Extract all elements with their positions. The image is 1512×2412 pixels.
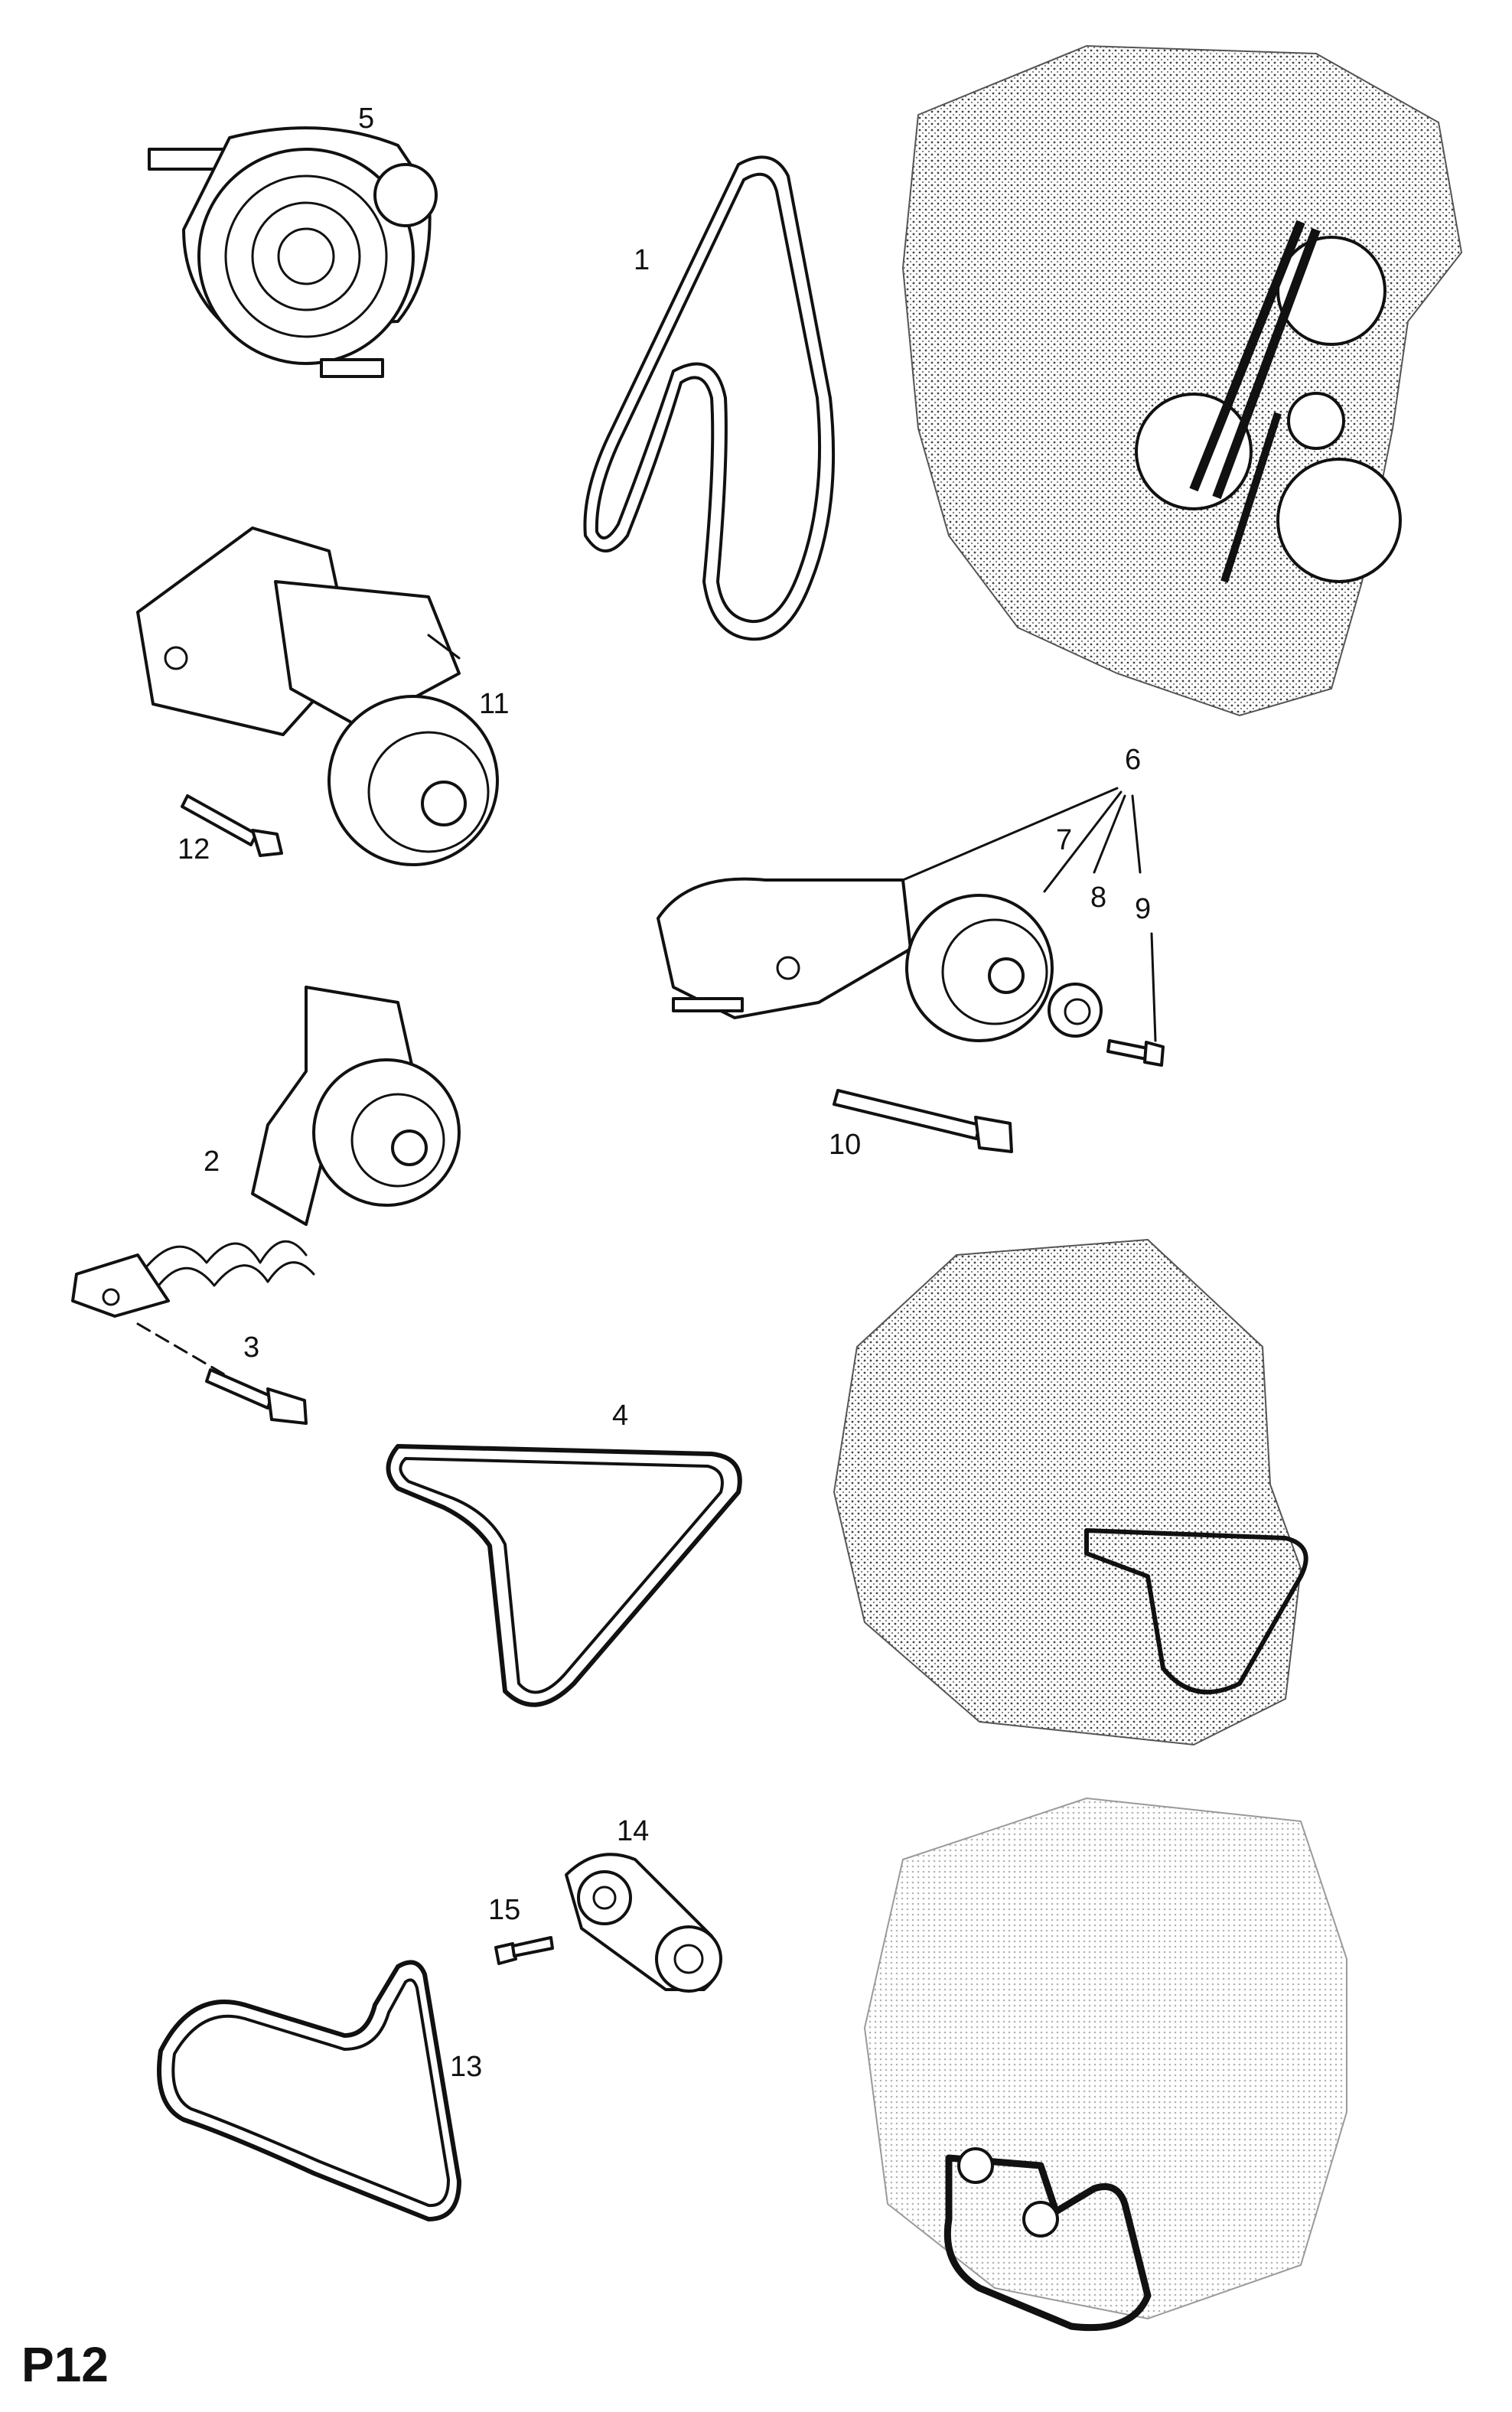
callout-15: 15	[488, 1894, 520, 1926]
callout-1: 1	[634, 244, 650, 276]
engine-2-illustration	[833, 1238, 1308, 1746]
callout-3: 3	[243, 1331, 259, 1364]
part-4-drive-belt	[386, 1444, 742, 1707]
part-15-bolt	[494, 1936, 554, 1965]
part-13-drive-belt	[157, 1960, 461, 2221]
part-6-leader-lines	[901, 787, 1157, 1042]
callout-9: 9	[1135, 893, 1151, 925]
part-10-long-bolt	[833, 1089, 1013, 1153]
page-code: P12	[21, 2337, 109, 2392]
callout-5: 5	[358, 103, 374, 135]
part-14-tensioner	[565, 1853, 722, 1993]
part-9-bolt	[1106, 1039, 1165, 1067]
callout-6: 6	[1125, 744, 1141, 776]
part-12-bolt	[181, 794, 283, 857]
callout-14: 14	[617, 1815, 649, 1847]
callout-12: 12	[178, 833, 210, 865]
part-6-tensioner-with-pulley	[657, 877, 912, 1019]
part-1-drive-belt	[583, 155, 836, 641]
engine-1-illustration	[901, 44, 1463, 717]
engine-3-illustration	[863, 1797, 1347, 2332]
part-5-tensioner-assembly	[148, 126, 438, 378]
part-11-belt-tensioner	[136, 526, 499, 866]
part-8-dust-cap	[1048, 983, 1103, 1038]
callout-11: 11	[479, 688, 509, 720]
part-3-bolt	[205, 1368, 308, 1425]
part-7-idler-pulley	[905, 894, 1054, 1042]
callout-10: 10	[829, 1129, 861, 1161]
callout-8: 8	[1090, 882, 1106, 914]
callout-2: 2	[204, 1146, 220, 1178]
callout-13: 13	[450, 2051, 482, 2083]
callout-4: 4	[612, 1400, 628, 1432]
part-2-spring-tensioner	[71, 986, 461, 1379]
callout-7: 7	[1056, 824, 1072, 856]
